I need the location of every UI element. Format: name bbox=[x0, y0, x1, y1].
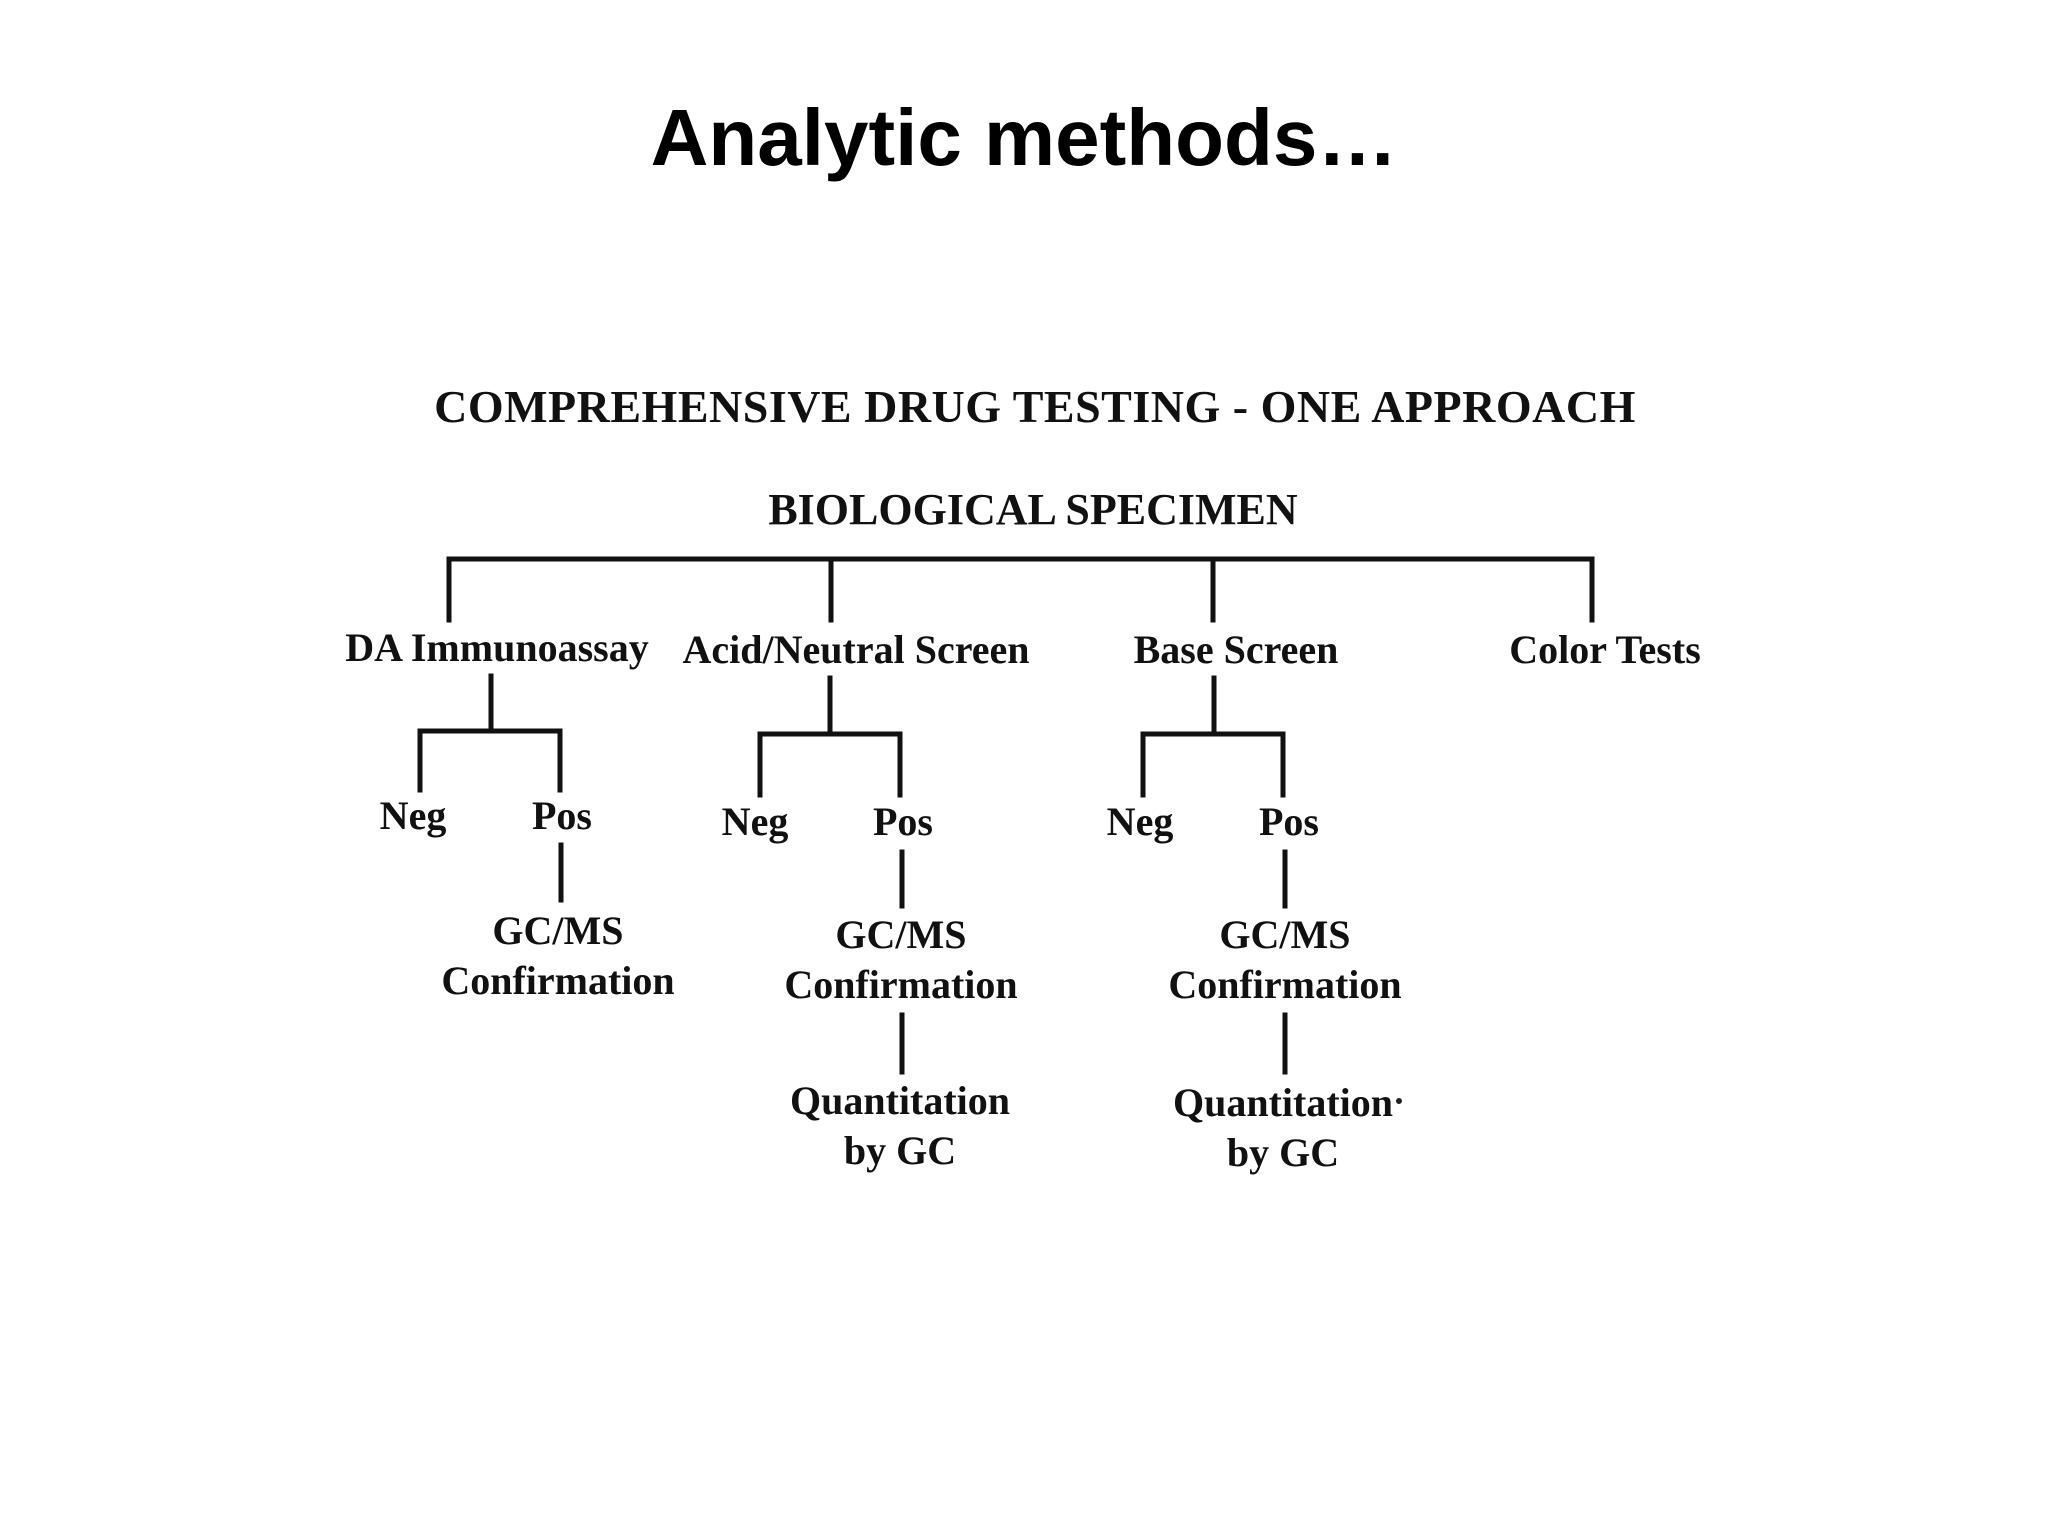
b2-gcms-confirmation: GC/MS Confirmation bbox=[784, 910, 1017, 1010]
b2-quant-line-1: Quantitation bbox=[789, 1078, 1011, 1123]
diagram-heading: COMPREHENSIVE DRUG TESTING - ONE APPROAC… bbox=[434, 381, 1636, 432]
b2-confirm-line-1: GC/MS bbox=[835, 912, 967, 957]
root-node-biological-specimen: BIOLOGICAL SPECIMEN bbox=[768, 485, 1298, 534]
b1-confirm-line-1: GC/MS bbox=[492, 908, 624, 953]
b3-gcms-confirmation: GC/MS Confirmation bbox=[1168, 910, 1401, 1010]
b3-quant-line-2: by GC bbox=[1226, 1130, 1340, 1175]
b1-pos-result: Pos bbox=[532, 793, 592, 838]
slide-title: Analytic methods… bbox=[650, 93, 1398, 182]
branch-color-tests: Color Tests bbox=[1509, 627, 1701, 672]
b2-quant-line-2: by GC bbox=[843, 1128, 957, 1173]
b1-confirm-line-2: Confirmation bbox=[441, 958, 675, 1003]
branch-da-immunoassay: DA Immunoassay bbox=[345, 625, 649, 670]
b2-pos-result: Pos bbox=[873, 799, 933, 844]
b1-gcms-confirmation: GC/MS Confirmation bbox=[441, 906, 674, 1006]
b2-confirm-line-2: Confirmation bbox=[784, 962, 1018, 1007]
b3-pos-result: Pos bbox=[1259, 799, 1319, 844]
branch-acid-neutral-screen: Acid/Neutral Screen bbox=[682, 627, 1030, 672]
b3-quantitation-by-gc: Quantitation by GC bbox=[1173, 1078, 1393, 1178]
b3-confirm-line-1: GC/MS bbox=[1219, 912, 1351, 957]
branch-base-screen: Base Screen bbox=[1133, 627, 1339, 672]
stray-dot-mark bbox=[1396, 1098, 1402, 1104]
b3-confirm-line-2: Confirmation bbox=[1168, 962, 1402, 1007]
b2-quantitation-by-gc: Quantitation by GC bbox=[790, 1076, 1010, 1176]
b2-neg-result: Neg bbox=[721, 799, 789, 844]
b3-quant-line-1: Quantitation bbox=[1172, 1080, 1394, 1125]
b3-neg-result: Neg bbox=[1106, 799, 1174, 844]
b1-neg-result: Neg bbox=[379, 793, 447, 838]
